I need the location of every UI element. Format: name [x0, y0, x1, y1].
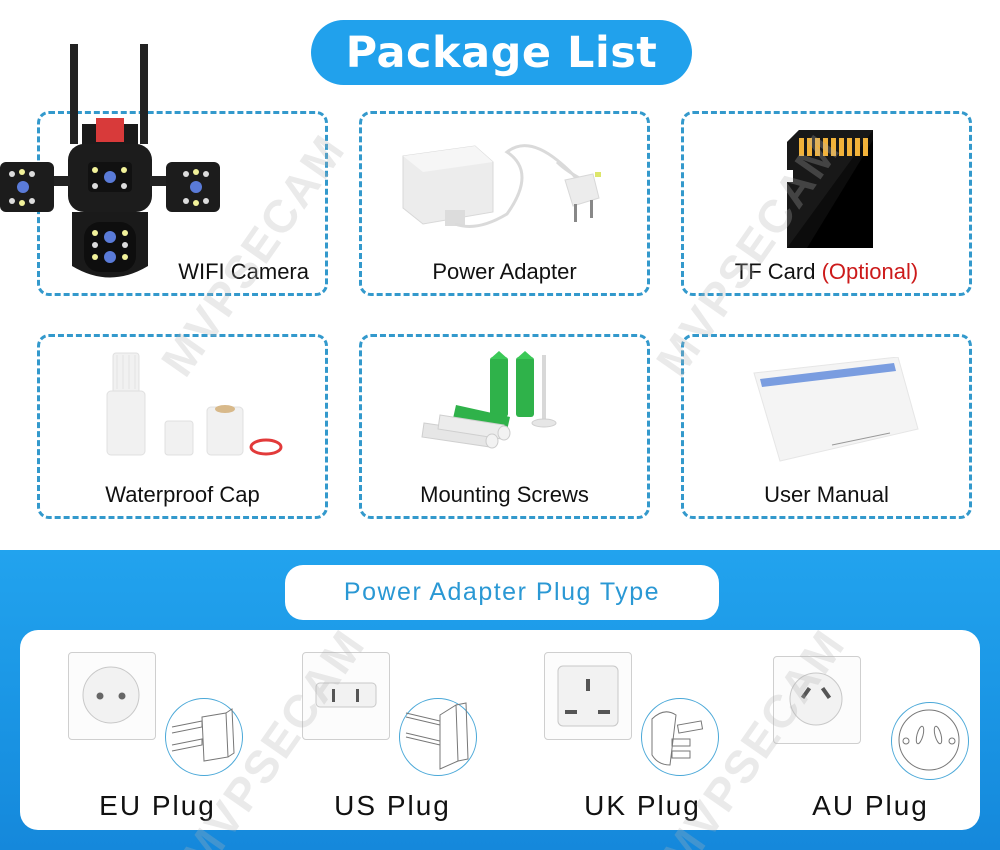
- plug-au: AU Plug: [753, 630, 988, 830]
- plug-panel: EU Plug US Plug UK Plug AU Plug: [20, 630, 980, 830]
- au-socket-icon: [773, 656, 861, 744]
- package-item-waterproof-cap: Waterproof Cap: [37, 334, 328, 519]
- eu-socket-icon: [68, 652, 156, 740]
- plug-label: EU Plug: [99, 790, 216, 821]
- waterproof-cap-icon: [106, 352, 283, 456]
- user-manual-icon: [753, 357, 919, 462]
- plug-section-title-banner: Power Adapter Plug Type: [285, 565, 719, 620]
- package-item-user-manual: User Manual: [681, 334, 972, 519]
- item-label: TF Card (Optional): [684, 259, 969, 285]
- plug-us: US Plug: [275, 630, 510, 830]
- plug-uk: UK Plug: [525, 630, 760, 830]
- uk-socket-icon: [544, 652, 632, 740]
- page-title-banner: Package List: [311, 20, 692, 85]
- au-plug-icon: [891, 702, 969, 780]
- item-label-main: TF Card: [734, 259, 816, 284]
- wifi-camera-icon: [0, 44, 220, 278]
- item-label: User Manual: [764, 482, 889, 507]
- item-label: Mounting Screws: [420, 482, 589, 507]
- item-label: Power Adapter: [432, 259, 577, 284]
- item-label: Waterproof Cap: [105, 482, 260, 507]
- us-socket-icon: [302, 652, 390, 740]
- optional-badge: (Optional): [821, 259, 919, 284]
- package-item-tf-card: TF Card (Optional): [681, 111, 972, 296]
- package-item-power-adapter: Power Adapter: [359, 111, 650, 296]
- plug-section-title: Power Adapter Plug Type: [343, 578, 661, 606]
- plug-label: US Plug: [334, 790, 451, 821]
- power-adapter-icon: [402, 144, 601, 228]
- item-label: WIFI Camera: [178, 259, 309, 284]
- page-title: Package List: [345, 27, 658, 78]
- plug-eu: EU Plug: [40, 630, 275, 830]
- us-plug-icon: [399, 698, 477, 776]
- package-item-mounting-screws: Mounting Screws: [359, 334, 650, 519]
- uk-plug-icon: [641, 698, 719, 776]
- eu-plug-icon: [165, 698, 243, 776]
- plug-label: UK Plug: [584, 790, 701, 821]
- mounting-screws-icon: [421, 351, 557, 449]
- plug-label: AU Plug: [812, 790, 929, 821]
- tf-card-icon: [787, 130, 873, 248]
